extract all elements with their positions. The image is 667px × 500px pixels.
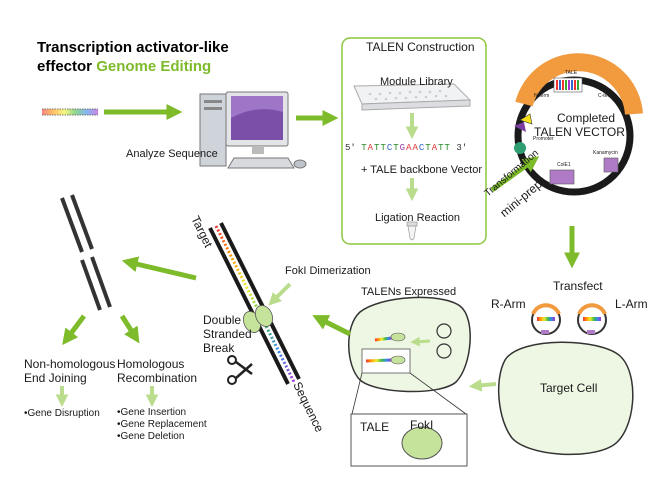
plasmid-label-kanamycin: Kanamycin — [593, 150, 618, 156]
label-tale: TALE — [360, 420, 390, 434]
arrow-expressed-to-dna — [312, 315, 352, 337]
plasmid-icon — [514, 53, 643, 196]
label-r-arm: R-Arm — [491, 297, 526, 311]
title-line-1: Transcription activator-like — [37, 39, 229, 56]
diagram-title: Transcription activator-like effector Ge… — [37, 38, 229, 76]
label-foki: FokI — [410, 418, 434, 432]
hr-outcomes: •Gene Insertion •Gene Replacement •Gene … — [117, 407, 207, 443]
plasmid-label-ecoli: ColE1 — [557, 162, 571, 168]
nhej-line-2: End Joining — [24, 371, 87, 385]
arrow-to-hr — [119, 314, 140, 344]
broken-dna — [60, 194, 112, 311]
prime-3: 3' — [456, 143, 468, 153]
module-base: G — [399, 143, 407, 153]
input-sequence-strip — [42, 108, 98, 116]
l-arm-plasmid-icon — [577, 303, 607, 335]
module-base: A — [367, 143, 375, 153]
title-line-2-highlight: Genome Editing — [96, 58, 212, 75]
title-line-2-prefix: effector — [37, 58, 97, 75]
module-bases: TATTCTGAACTATT — [361, 143, 451, 153]
label-target-cell: Target Cell — [540, 381, 598, 395]
module-base: T — [393, 143, 400, 153]
tube-icon — [406, 221, 418, 241]
label-module-library: Module Library — [380, 76, 453, 88]
target-cell — [497, 341, 634, 456]
module-base: T — [438, 143, 445, 153]
hr-line-1: Homologous — [117, 357, 185, 371]
plasmid-label-promoter: Promoter — [533, 136, 554, 142]
hr-outcome-1: •Gene Insertion — [117, 407, 187, 418]
hr-outcome-2: •Gene Replacement — [117, 419, 207, 430]
module-sequence-row: 5' TATTCTGAACTATT 3' — [345, 143, 485, 153]
arrow-transformation — [490, 156, 540, 193]
foki-domain — [401, 426, 443, 460]
hr-line-2: Recombination — [117, 371, 198, 385]
module-base: C — [418, 143, 426, 153]
dsb-line-1: Double — [203, 313, 242, 327]
target-dna — [208, 222, 301, 385]
label-analyze-sequence: Analyze Sequence — [126, 148, 218, 160]
nhej-line-1: Non-homologous — [24, 357, 116, 371]
talen-construction-box — [341, 37, 487, 245]
module-base: A — [412, 143, 419, 153]
label-ligation-reaction: Ligation Reaction — [375, 212, 461, 224]
label-double-stranded-break: Double Stranded Break — [203, 313, 252, 355]
module-base: T — [380, 143, 387, 153]
nhej-outcome-1: •Gene Disruption — [24, 408, 100, 419]
module-base: T — [425, 143, 432, 153]
hr-outcome-3: •Gene Deletion — [117, 431, 185, 442]
label-foki-dimerization: FokI Dimerization — [285, 265, 371, 277]
arrow-dimerization-label — [268, 282, 292, 306]
label-transfect: Transfect — [553, 279, 603, 293]
talens-expressed-cell — [348, 296, 471, 393]
dsb-line-3: Break — [203, 341, 235, 355]
prime-5: 5' — [345, 143, 356, 153]
foki-dimer-right — [254, 305, 274, 327]
arrow-cell-to-expressed — [468, 378, 497, 392]
plasmid-label-c-term: C-term — [598, 93, 614, 99]
module-base: A — [406, 143, 413, 153]
label-l-arm: L-Arm — [615, 297, 648, 311]
r-arm-plasmid-icon — [531, 303, 561, 335]
module-base: A — [431, 143, 439, 153]
label-nhej: Non-homologous End Joining — [24, 357, 115, 385]
computer-icon — [199, 91, 307, 169]
scissors-icon — [227, 355, 253, 385]
module-base: C — [386, 143, 394, 153]
module-base: T — [444, 143, 451, 153]
label-talen-construction: TALEN Construction — [366, 40, 475, 54]
module-base: T — [361, 143, 368, 153]
label-talens-expressed: TALENs Expressed — [361, 286, 457, 298]
module-base: T — [374, 143, 381, 153]
dsb-line-2: Stranded — [203, 327, 252, 341]
label-backbone-vector: + TALE backbone Vector — [361, 164, 482, 176]
label-completed: Completed — [557, 111, 616, 125]
arrow-dna-to-break — [121, 256, 197, 281]
label-hr: Homologous Recombination — [117, 357, 197, 385]
title-line-2: effector Genome Editing — [37, 57, 229, 76]
plasmid-label-n-term: N-term — [534, 93, 550, 99]
plasmid-label-tale: TALE — [565, 70, 578, 76]
arrow-to-nhej — [62, 314, 86, 346]
well-plate-icon — [353, 83, 472, 111]
label-talen-vector: TALEN VECTOR — [534, 125, 625, 139]
nhej-outcomes: •Gene Disruption — [24, 407, 100, 420]
talens-expressed-contents — [351, 323, 467, 415]
